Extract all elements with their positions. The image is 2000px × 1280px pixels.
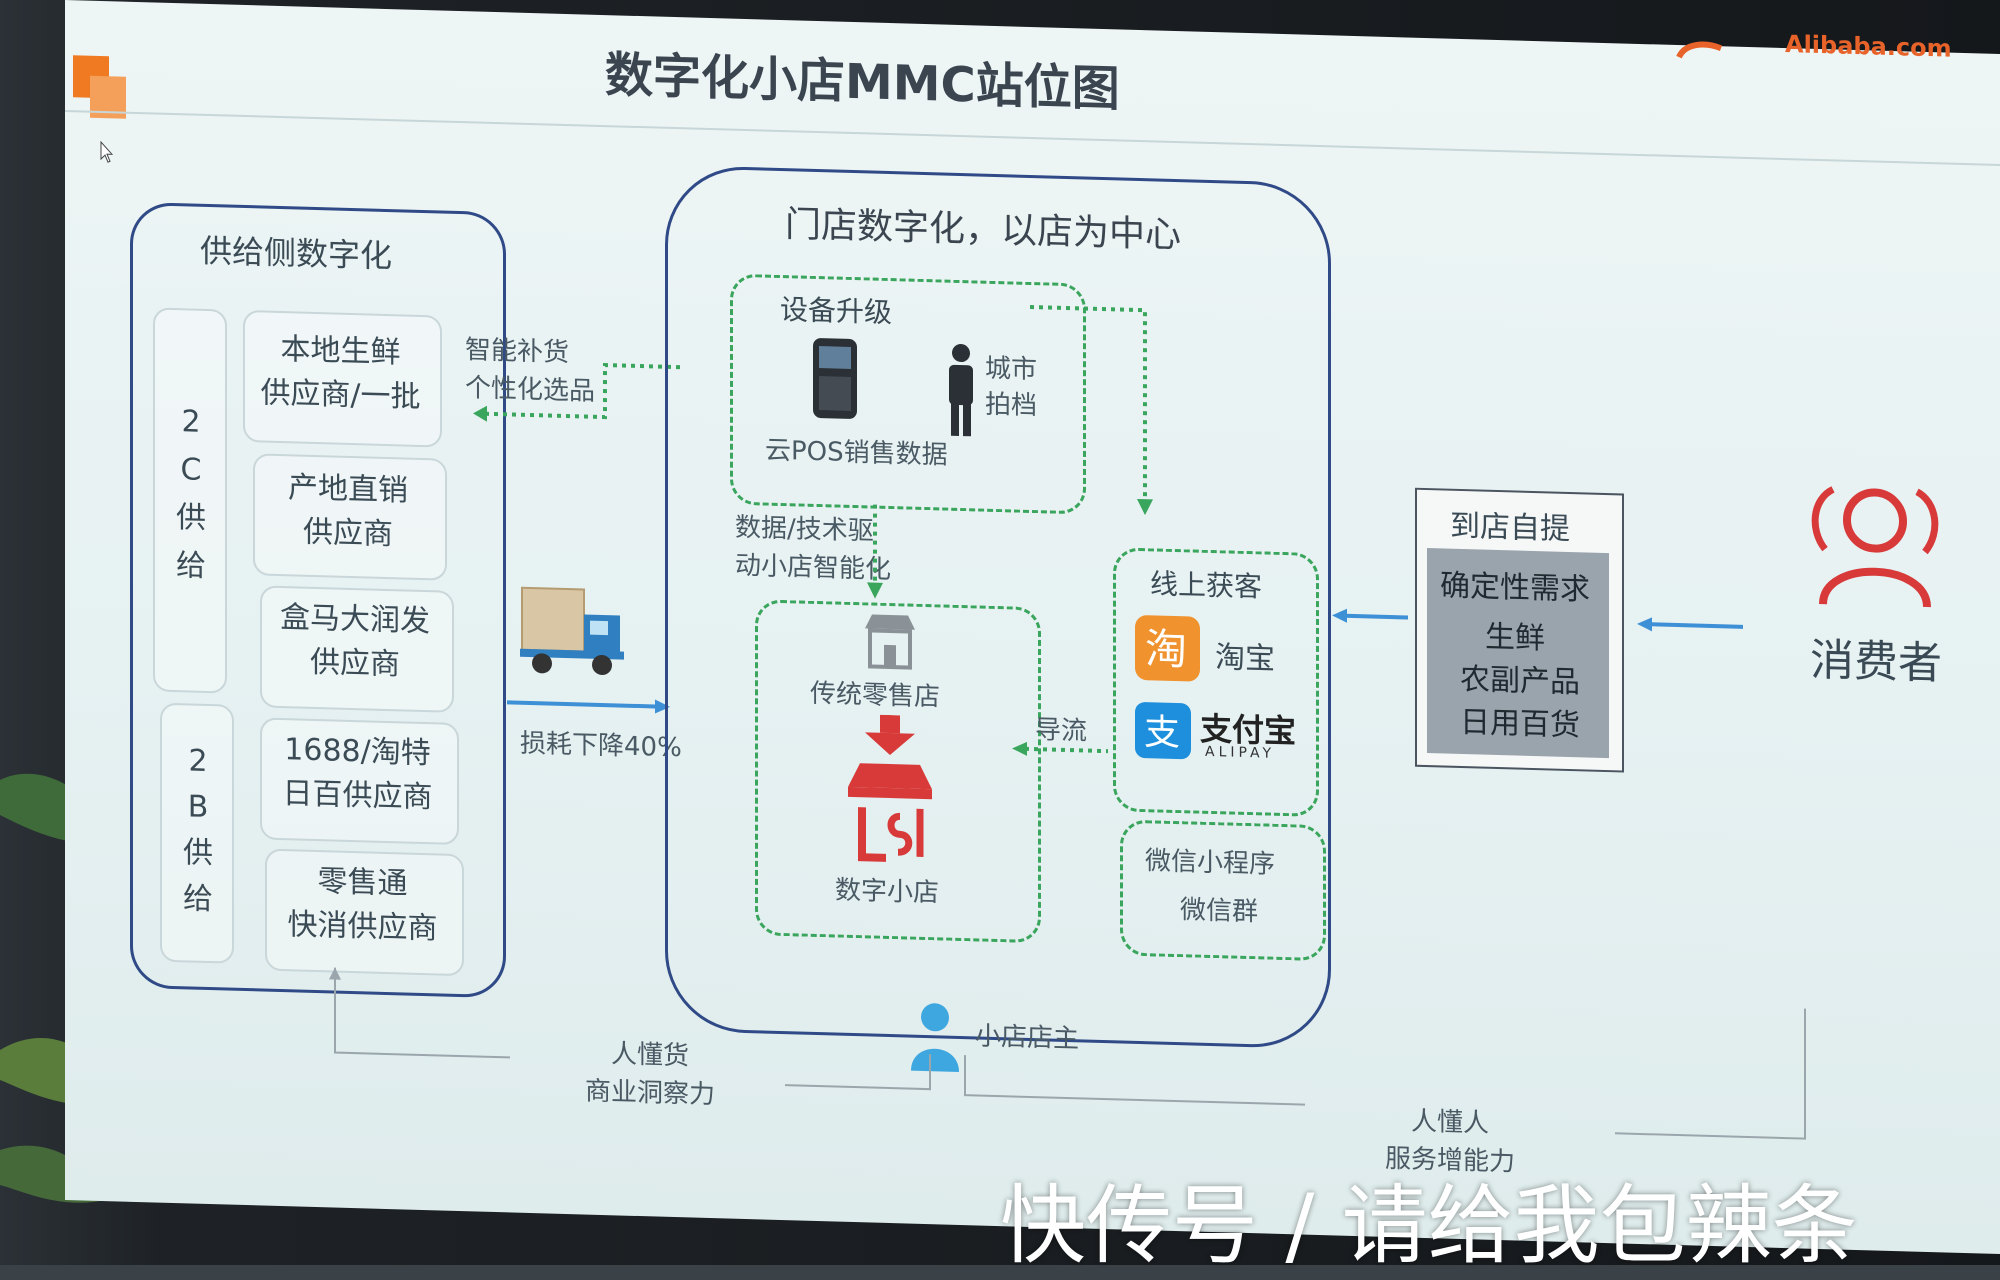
delivery-arrow — [507, 699, 670, 714]
pos-data-label: 云POS销售数据 — [765, 435, 948, 471]
drive-arrow — [867, 504, 883, 599]
consumer-arrow — [1637, 617, 1743, 632]
alipay-icon: 支 — [1135, 701, 1191, 760]
wechat-mini-label: 微信小程序 — [1145, 846, 1276, 880]
watermark-caption: 快传号 / 请给我包辣条 — [1000, 1176, 1858, 1276]
pickup-arrow — [1332, 608, 1408, 623]
pickup-item: 农副产品 — [1460, 661, 1580, 701]
loss-reduction-label: 损耗下降40% — [520, 728, 682, 764]
supplier-card-text: 1688/淘特 日百供应商 — [282, 732, 433, 816]
supplier-card-text: 盒马大润发 供应商 — [280, 600, 430, 683]
city-to-online-arrow — [1030, 304, 1153, 516]
logo-icon — [1675, 35, 1723, 66]
diversion-arrow — [1012, 741, 1108, 756]
person-icon — [943, 343, 979, 439]
title-divider — [65, 110, 2000, 167]
transform-down-arrow-icon — [865, 714, 915, 756]
group-2b-label: 2 B 供 给 — [183, 743, 213, 918]
mouse-cursor-icon — [100, 140, 114, 163]
pickup-title: 到店自提 — [1450, 508, 1570, 548]
projected-slide: Alibaba.com 数字化小店MMC站位图 供给侧数字化 2 C 供 给 2… — [65, 0, 2000, 1255]
supplier-card-text: 产地直销 供应商 — [288, 470, 408, 553]
store-panel-title: 门店数字化，以店为中心 — [785, 204, 1182, 257]
delivery-truck-icon — [520, 583, 630, 681]
group-2c-label: 2 C 供 给 — [176, 404, 206, 584]
feedback-lines — [329, 965, 1806, 1140]
consumer-label: 消费者 — [1810, 634, 1942, 690]
consumer-icon — [1805, 479, 1945, 613]
pickup-demand-label: 确定性需求 — [1440, 568, 1590, 608]
supplier-card-text: 零售通 快消供应商 — [287, 864, 438, 947]
restock-arrow — [473, 363, 680, 422]
supply-panel-title: 供给侧数字化 — [200, 231, 393, 276]
digital-store-icon — [840, 757, 940, 870]
pos-terminal-icon — [805, 336, 865, 423]
supplier-card-text: 本地生鲜 供应商/一批 — [260, 332, 421, 415]
digital-store-label: 数字小店 — [835, 875, 940, 909]
online-acquisition-label: 线上获客 — [1150, 567, 1263, 604]
logo-text: Alibaba.com — [1785, 30, 1952, 63]
slide-title: 数字化小店MMC站位图 — [605, 47, 1120, 118]
store-icon — [860, 610, 920, 672]
svg-text:支: 支 — [1144, 712, 1180, 754]
alipay-en-label: ALIPAY — [1205, 743, 1276, 762]
store-owner-icon — [905, 998, 965, 1075]
taobao-label: 淘宝 — [1215, 640, 1275, 677]
pickup-item: 生鲜 — [1485, 619, 1545, 657]
taobao-icon: 淘 — [1135, 614, 1200, 682]
wechat-group-label: 微信群 — [1180, 895, 1259, 928]
pickup-item: 日用百货 — [1460, 704, 1580, 744]
traditional-store-label: 传统零售店 — [810, 678, 941, 713]
svg-text:淘: 淘 — [1145, 624, 1187, 674]
goods-insight-label: 人懂货 商业洞察力 — [585, 1039, 716, 1111]
equipment-label: 设备升级 — [780, 292, 893, 330]
